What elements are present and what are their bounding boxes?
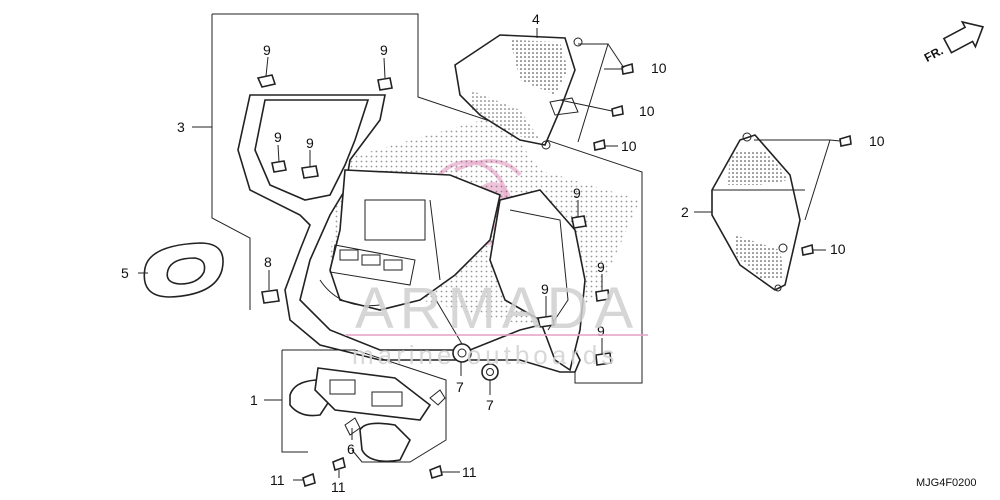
grommets-part-7 (452, 343, 499, 381)
watermark-tagline: marine outboards (352, 340, 618, 370)
callout-7-right: 7 (486, 397, 494, 413)
watermark-brand: ARMADA (355, 276, 639, 341)
callout-11-a: 11 (270, 472, 285, 488)
grommet-ring-part-5 (143, 242, 224, 298)
callout-4: 4 (532, 11, 540, 27)
callout-9-g: 9 (541, 281, 549, 297)
leader-lines (138, 28, 841, 481)
clip-parts-9 (256, 74, 612, 366)
callout-10-e: 10 (830, 241, 846, 257)
upper-cover-part-4 (454, 34, 583, 150)
callout-2: 2 (681, 204, 689, 220)
callout-7-left: 7 (456, 379, 464, 395)
bolts-part-10 (593, 62, 852, 256)
callout-9-a: 9 (263, 42, 271, 58)
callout-9-d: 9 (306, 135, 314, 151)
direction-label: FR. (922, 43, 946, 64)
clip-part-8 (261, 289, 280, 304)
callout-11-c: 11 (462, 464, 477, 480)
callout-9-f: 9 (597, 259, 605, 275)
screws-part-11 (302, 456, 443, 488)
callout-1: 1 (250, 392, 258, 408)
callout-9-c: 9 (274, 129, 282, 145)
screw-part-6 (344, 417, 361, 436)
callout-10-c: 10 (621, 138, 637, 154)
front-direction-arrow: FR. (922, 20, 985, 65)
inner-panel-assembly (211, 13, 643, 384)
callout-5: 5 (121, 265, 129, 281)
callout-3: 3 (177, 119, 185, 135)
callout-9-h: 9 (597, 323, 605, 339)
callout-6: 6 (347, 441, 355, 457)
callout-11-b: 11 (331, 479, 346, 495)
callout-10-d: 10 (869, 133, 885, 149)
callout-labels: 1 2 3 4 5 6 7 7 8 9 9 9 9 9 9 9 9 10 10 … (121, 11, 885, 495)
side-cover-part-2 (711, 132, 801, 292)
callout-9-b: 9 (380, 42, 388, 58)
callout-9-e: 9 (573, 185, 581, 201)
switch-assembly-part-1 (281, 349, 447, 463)
callout-10-b: 10 (639, 103, 655, 119)
callout-10-a: 10 (651, 60, 667, 76)
diagram-code: MJG4F0200 (916, 477, 977, 489)
callout-8: 8 (264, 254, 272, 270)
